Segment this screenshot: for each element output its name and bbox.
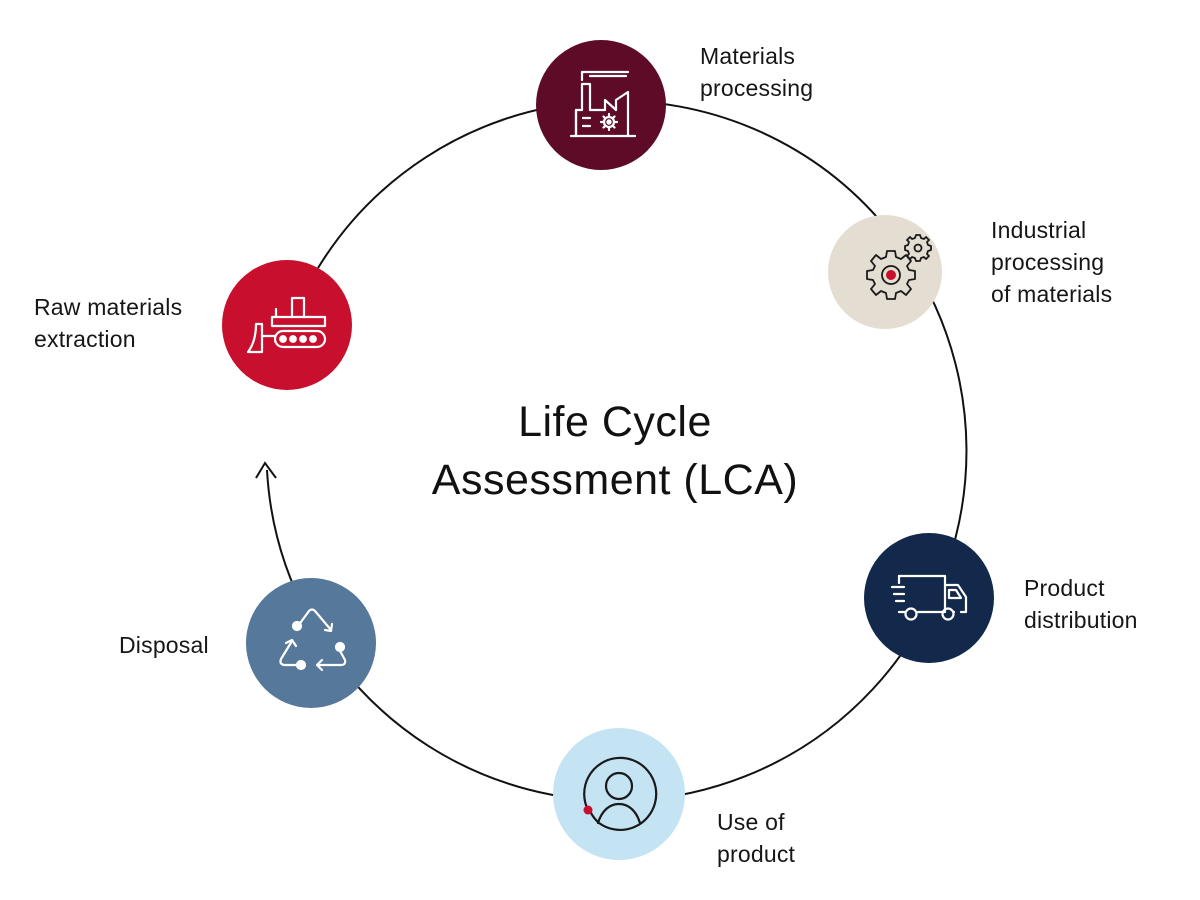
factory-icon [569, 70, 637, 138]
label-line: Materials [700, 43, 796, 69]
stage-node [828, 215, 942, 329]
gear-accent-dot [886, 270, 896, 280]
gears-icon [866, 234, 932, 300]
label-industrial-processing: Industrial processing of materials [991, 214, 1112, 310]
stage-node [864, 533, 994, 663]
label-line: Use of [717, 809, 785, 835]
label-line: distribution [1024, 607, 1138, 633]
title-line-2: Assessment (LCA) [431, 456, 799, 504]
label-disposal: Disposal [119, 629, 209, 661]
stage-industrial-processing [828, 215, 942, 329]
bulldozer-icon [246, 296, 327, 354]
label-raw-materials-extraction: Raw materials extraction [34, 291, 182, 355]
stage-node [553, 728, 685, 860]
user-icon [583, 756, 658, 831]
stage-use-of-product [553, 728, 685, 860]
label-use-of-product: Use of product [717, 806, 795, 870]
stage-node [536, 40, 666, 170]
label-line: Industrial [991, 217, 1087, 243]
cycle-arrow-icon [255, 461, 277, 479]
label-line: Product [1024, 575, 1105, 601]
title-line-1: Life Cycle [518, 398, 712, 446]
recycle-icon [279, 608, 347, 672]
label-line: Raw materials [34, 294, 183, 320]
label-line: of materials [991, 281, 1113, 307]
label-line: product [717, 841, 796, 867]
stage-product-distribution [864, 533, 994, 663]
stage-node [246, 578, 376, 708]
label-line: Disposal [119, 632, 209, 658]
label-line: processing [991, 249, 1105, 275]
delivery-truck-icon [890, 574, 968, 621]
user-accent-dot [583, 805, 593, 815]
label-line: processing [700, 75, 814, 101]
stage-materials-processing [536, 40, 666, 170]
diagram-title: Life Cycle Assessment (LCA) [370, 393, 860, 509]
stage-raw-materials-extraction [222, 260, 352, 390]
stage-disposal [246, 578, 376, 708]
label-materials-processing: Materials processing [700, 40, 813, 104]
label-product-distribution: Product distribution [1024, 572, 1138, 636]
label-line: extraction [34, 326, 136, 352]
